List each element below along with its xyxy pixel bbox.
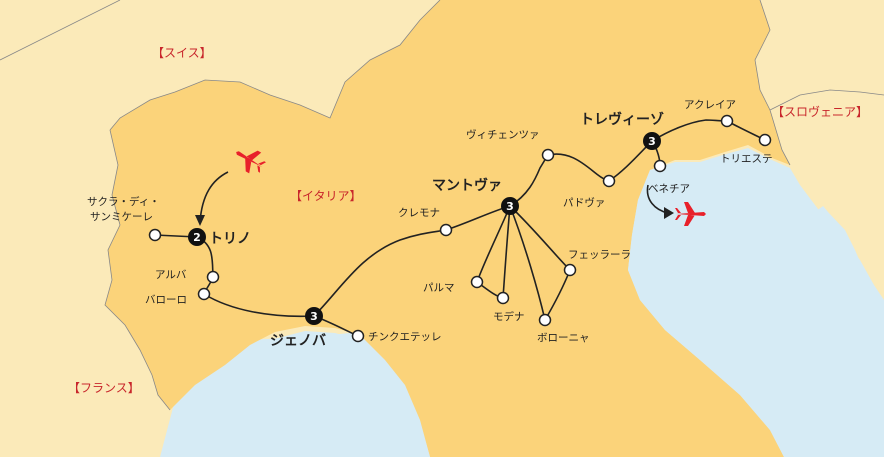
svg-text:2: 2 [193, 231, 201, 244]
marker-modena [496, 291, 510, 305]
arrival-arrow-head [195, 215, 205, 226]
label-vicenza: ヴィチェンツァ [466, 128, 540, 141]
marker-trieste [758, 133, 772, 147]
marker-parma [470, 275, 484, 289]
marker-bologna [538, 313, 552, 327]
label-france: 【フランス】 [68, 381, 140, 395]
label-modena: モデナ [493, 310, 525, 323]
departure-arrow-head [664, 207, 674, 219]
marker-alba [206, 270, 220, 284]
marker-cinque-terre [351, 329, 365, 343]
label-padova: パドヴァ [563, 196, 605, 209]
label-slovenia: 【スロヴェニア】 [772, 104, 868, 119]
neighbor-land-east [770, 95, 884, 300]
label-mantova: マントヴァ [432, 177, 502, 194]
ligurian-sea [170, 331, 430, 457]
stay-badge-torino: 2 [188, 228, 206, 246]
svg-text:3: 3 [310, 310, 318, 323]
label-italy: 【イタリア】 [290, 189, 362, 203]
label-cremona: クレモナ [398, 207, 440, 219]
plane-departure-icon [675, 202, 706, 226]
marker-ferrara [563, 263, 577, 277]
label-sakura-line2: サンミケーレ [90, 211, 153, 223]
adriatic-sea [628, 148, 884, 457]
label-sakura-line1: サクラ・ディ・ [87, 195, 160, 208]
label-switzerland: 【スイス】 [152, 46, 212, 60]
marker-sakura [148, 228, 162, 242]
stay-badge-mantova: 3 [501, 197, 519, 215]
svg-text:3: 3 [648, 135, 656, 148]
label-barolo: バローロ [145, 294, 187, 306]
label-torino: トリノ [209, 231, 251, 247]
stay-badge-treviso: 3 [643, 132, 661, 150]
label-venezia: ベネチア [648, 183, 690, 195]
country-borders [0, 0, 884, 411]
label-parma: パルマ [423, 282, 455, 294]
city-markers [148, 114, 772, 343]
marker-padova [602, 174, 616, 188]
plane-arrival-icon [236, 150, 266, 174]
label-bologna: ボローニャ [537, 332, 590, 344]
label-ferrara: フェッラーラ [568, 249, 631, 261]
label-genova: ジェノバ [270, 333, 326, 349]
marker-aquileia [720, 114, 734, 128]
marker-venezia [653, 159, 667, 173]
label-treviso: トレヴィーゾ [580, 111, 664, 128]
label-trieste: トリエステ [720, 153, 773, 165]
label-cinque-terre: チンクエテッレ [368, 331, 442, 343]
marker-barolo [197, 287, 211, 301]
svg-text:3: 3 [506, 200, 514, 213]
marker-vicenza [541, 148, 555, 162]
stay-badge-genova: 3 [305, 307, 323, 325]
label-aquileia: アクレイア [684, 99, 736, 111]
label-alba: アルバ [155, 269, 187, 281]
marker-cremona [439, 223, 453, 237]
